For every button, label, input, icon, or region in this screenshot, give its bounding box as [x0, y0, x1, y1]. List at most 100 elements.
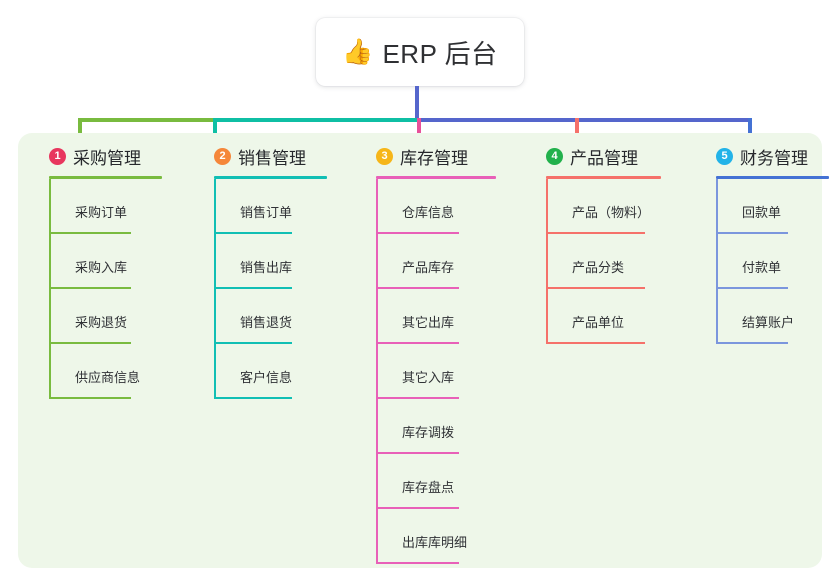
branch-index-badge: 5	[716, 147, 733, 165]
branch-item-underline	[49, 342, 131, 344]
branch-title: 产品管理	[570, 148, 638, 168]
branch-item[interactable]: 产品（物料）	[546, 179, 702, 234]
branch-header-3[interactable]: 3 库存管理	[360, 143, 536, 169]
branch-item[interactable]: 回款单	[716, 179, 839, 234]
branch-underline	[546, 176, 661, 179]
branch-item-underline	[546, 232, 645, 234]
branch-item[interactable]: 结算账户	[716, 289, 839, 344]
branch-item-label: 仓库信息	[402, 205, 455, 220]
branch-index-badge: 2	[214, 147, 231, 165]
branch-item-label: 销售订单	[240, 205, 293, 220]
branch-item-underline	[376, 562, 459, 564]
branch-item-label: 结算账户	[742, 315, 795, 330]
branch-item-label: 库存调拨	[402, 425, 455, 440]
branch-item-label: 销售出库	[240, 260, 293, 275]
branch-items: 销售订单销售出库销售退货客户信息	[214, 179, 363, 399]
branch-item-underline	[716, 342, 788, 344]
branch-title: 销售管理	[238, 148, 306, 168]
branch-item[interactable]: 产品库存	[376, 234, 536, 289]
branch-item-label: 其它出库	[402, 315, 455, 330]
branch-item[interactable]: 采购退货	[49, 289, 198, 344]
branch-header-5[interactable]: 5 财务管理	[700, 143, 839, 169]
branch-header-2[interactable]: 2 销售管理	[198, 143, 363, 169]
branch-title: 采购管理	[73, 148, 141, 168]
branch-index-badge: 3	[376, 147, 393, 165]
branch-spine	[49, 179, 51, 399]
branch-item-label: 回款单	[742, 205, 782, 220]
branch-item[interactable]: 付款单	[716, 234, 839, 289]
branch-item-label: 采购退货	[75, 315, 128, 330]
branch-item[interactable]: 其它出库	[376, 289, 536, 344]
branch-column-1: 1 采购管理采购订单采购入库采购退货供应商信息	[33, 143, 198, 399]
branch-item-label: 销售退货	[240, 315, 293, 330]
branch-item-label: 产品（物料）	[572, 205, 651, 220]
branch-item[interactable]: 其它入库	[376, 344, 536, 399]
branch-spine	[376, 179, 378, 564]
branch-item[interactable]: 客户信息	[214, 344, 363, 399]
branch-header-4[interactable]: 4 产品管理	[530, 143, 702, 169]
branch-item-label: 产品分类	[572, 260, 625, 275]
branch-item[interactable]: 库存盘点	[376, 454, 536, 509]
branch-item-underline	[546, 342, 645, 344]
branch-item[interactable]: 采购订单	[49, 179, 198, 234]
branch-item[interactable]: 产品单位	[546, 289, 702, 344]
branch-title: 财务管理	[740, 148, 808, 168]
branch-item-label: 产品库存	[402, 260, 455, 275]
branch-item-label: 采购入库	[75, 260, 128, 275]
thumbs-up-icon: 👍	[342, 37, 374, 66]
branch-items: 回款单付款单结算账户	[716, 179, 839, 344]
branch-item-underline	[214, 287, 292, 289]
branch-item-label: 产品单位	[572, 315, 625, 330]
branch-index-badge: 1	[49, 147, 66, 165]
branch-item[interactable]: 销售退货	[214, 289, 363, 344]
branch-item-underline	[49, 287, 131, 289]
branch-item-underline	[546, 287, 645, 289]
branch-item-label: 出库库明细	[402, 535, 468, 550]
branch-header-1[interactable]: 1 采购管理	[33, 143, 198, 169]
branch-underline	[376, 176, 496, 179]
branch-item-underline	[376, 342, 459, 344]
branch-item[interactable]: 出库库明细	[376, 509, 536, 564]
root-title: ERP 后台	[382, 38, 498, 69]
branch-item-label: 客户信息	[240, 370, 293, 385]
branch-items: 采购订单采购入库采购退货供应商信息	[49, 179, 198, 399]
branch-item[interactable]: 仓库信息	[376, 179, 536, 234]
branch-item[interactable]: 供应商信息	[49, 344, 198, 399]
branch-items: 仓库信息产品库存其它出库其它入库库存调拨库存盘点出库库明细	[376, 179, 536, 564]
branch-spine	[716, 179, 718, 344]
branch-index-badge: 4	[546, 147, 563, 165]
branch-item-underline	[376, 452, 459, 454]
bar-teal	[213, 118, 417, 122]
branch-items: 产品（物料） 产品分类产品单位	[546, 179, 702, 344]
branch-column-5: 5 财务管理回款单付款单结算账户	[700, 143, 839, 344]
branch-underline	[716, 176, 829, 179]
root-node[interactable]: 👍 ERP 后台	[316, 18, 524, 86]
branch-item-underline	[376, 397, 459, 399]
branch-item-underline	[716, 287, 788, 289]
branch-column-4: 4 产品管理产品（物料） 产品分类产品单位	[530, 143, 702, 344]
branch-item-underline	[49, 397, 131, 399]
branch-item[interactable]: 销售订单	[214, 179, 363, 234]
branch-item[interactable]: 库存调拨	[376, 399, 536, 454]
branch-item-underline	[376, 287, 459, 289]
branch-item[interactable]: 采购入库	[49, 234, 198, 289]
branch-item[interactable]: 销售出库	[214, 234, 363, 289]
branch-item-underline	[376, 232, 459, 234]
branch-item-underline	[49, 232, 131, 234]
branch-item-underline	[376, 507, 459, 509]
branch-column-2: 2 销售管理销售订单销售出库销售退货客户信息	[198, 143, 363, 399]
branch-item-label: 供应商信息	[75, 370, 141, 385]
branch-column-3: 3 库存管理仓库信息产品库存其它出库其它入库库存调拨库存盘点出库库明细	[360, 143, 536, 564]
branch-spine	[546, 179, 548, 344]
branch-underline	[49, 176, 162, 179]
branch-item-underline	[214, 397, 292, 399]
branch-item[interactable]: 产品分类	[546, 234, 702, 289]
branch-title: 库存管理	[400, 148, 468, 168]
branch-item-underline	[214, 232, 292, 234]
branch-spine	[214, 179, 216, 399]
branch-item-underline	[214, 342, 292, 344]
branch-item-label: 付款单	[742, 260, 782, 275]
branch-underline	[214, 176, 327, 179]
branch-item-label: 其它入库	[402, 370, 455, 385]
